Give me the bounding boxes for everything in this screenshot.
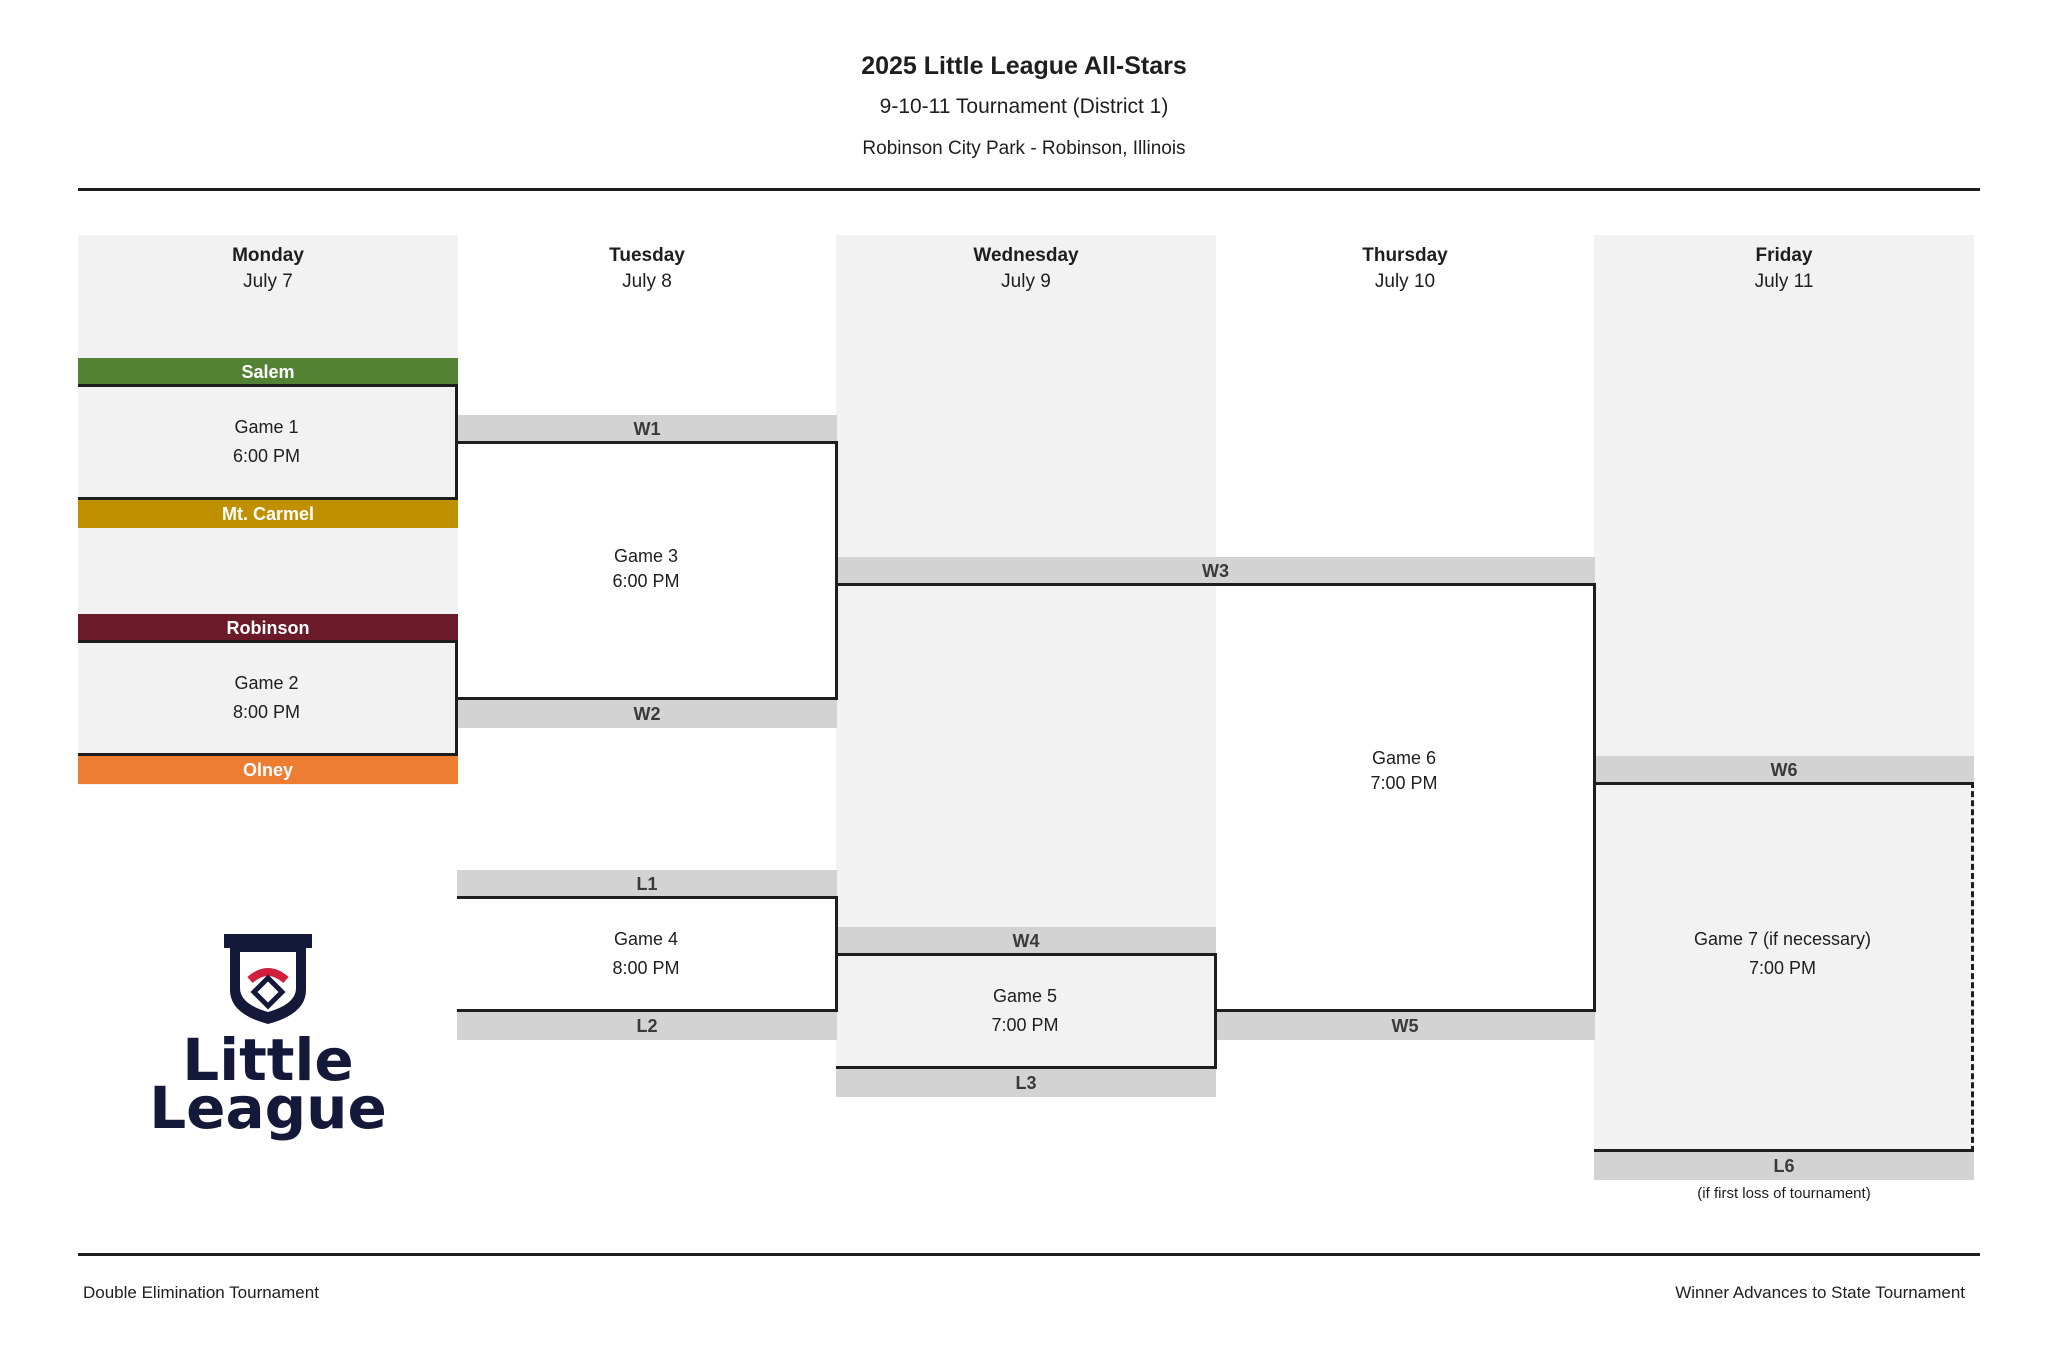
game-label: Game 6 (1371, 748, 1437, 768)
bracket-line (455, 640, 458, 756)
day-name: Friday (1755, 245, 1813, 266)
slot-w5: W5 (1215, 1012, 1595, 1040)
day-date: July 8 (622, 271, 672, 292)
game-4: Game 4 8:00 PM (457, 925, 835, 983)
keystone-shield-icon (210, 930, 326, 1026)
day-date: July 7 (243, 271, 293, 292)
bracket-line (457, 697, 838, 700)
game-time: 7:00 PM (1370, 773, 1438, 793)
page-title: 2025 Little League All-Stars (861, 52, 1187, 80)
bracket-line (836, 953, 1217, 956)
bracket-line (1593, 583, 1596, 1012)
bracket-line (78, 640, 458, 643)
game-label: Game 5 (992, 986, 1058, 1006)
day-date: July 9 (1001, 271, 1051, 292)
bracket-line (836, 1066, 1217, 1069)
game-2: Game 2 8:00 PM (78, 669, 455, 727)
slot-w3: W3 (836, 557, 1595, 585)
slot-l2: L2 (457, 1012, 837, 1040)
game-time: 6:00 PM (612, 571, 680, 591)
game-3: Game 3 6:00 PM (457, 544, 835, 594)
team-mt-carmel: Mt. Carmel (78, 500, 458, 528)
game-time: 8:00 PM (232, 702, 301, 722)
bracket-line (78, 497, 458, 500)
slot-w4: W4 (836, 927, 1216, 955)
logo-line-1: Little (182, 1026, 354, 1094)
page-subtitle: 9-10-11 Tournament (District 1) (879, 95, 1169, 118)
bracket-line (835, 441, 838, 700)
slot-w6: W6 (1594, 756, 1974, 784)
slot-w1: W1 (457, 415, 837, 443)
day-header-thursday: Thursday July 10 (1215, 243, 1595, 295)
wednesday-column-bg (836, 235, 1216, 1090)
slot-l6: L6 (1594, 1152, 1974, 1180)
game-label: Game 7 (if necessary) (1693, 929, 1872, 949)
game-label: Game 1 (234, 417, 299, 437)
game-time: 8:00 PM (612, 958, 680, 978)
day-header-wednesday: Wednesday July 9 (836, 243, 1216, 295)
game-time: 7:00 PM (991, 1015, 1059, 1035)
bracket-line (455, 384, 458, 500)
bracket-line (836, 583, 1596, 586)
team-olney: Olney (78, 756, 458, 784)
game-5: Game 5 7:00 PM (836, 982, 1214, 1040)
game-time: 6:00 PM (232, 446, 301, 466)
game-label: Game 3 (613, 546, 679, 566)
day-header-monday: Monday July 7 (78, 243, 458, 295)
day-name: Tuesday (609, 245, 685, 266)
bracket-line (457, 896, 838, 899)
day-date: July 11 (1754, 271, 1814, 292)
bracket-line (1594, 1149, 1974, 1152)
bracket-line (1594, 782, 1974, 785)
day-name: Monday (232, 245, 304, 266)
day-name: Wednesday (973, 245, 1079, 266)
game7-dashed-line (1971, 782, 1974, 1152)
footer-right: Winner Advances to State Tournament (1675, 1283, 1965, 1302)
game-label: Game 4 (613, 929, 679, 949)
bottom-divider (78, 1253, 1980, 1256)
logo-line-2: League (149, 1074, 387, 1142)
day-name: Thursday (1362, 245, 1448, 266)
day-date: July 10 (1374, 271, 1436, 292)
bracket-line (457, 1009, 838, 1012)
game-time: 7:00 PM (1748, 958, 1817, 978)
slot-l3: L3 (836, 1069, 1216, 1097)
game-1: Game 1 6:00 PM (78, 413, 455, 471)
footer-left: Double Elimination Tournament (83, 1283, 319, 1302)
slot-w2: W2 (457, 700, 837, 728)
game-label: Game 2 (234, 673, 299, 693)
team-salem: Salem (78, 358, 458, 386)
game-6: Game 6 7:00 PM (1215, 746, 1593, 796)
bracket-line (457, 441, 838, 444)
bracket-line (78, 753, 458, 756)
game-7: Game 7 (if necessary) 7:00 PM (1594, 925, 1971, 983)
l6-note: (if first loss of tournament) (1697, 1185, 1871, 1202)
slot-l1: L1 (457, 870, 837, 898)
team-robinson: Robinson (78, 614, 458, 642)
top-divider (78, 188, 1980, 191)
day-header-friday: Friday July 11 (1594, 243, 1974, 295)
venue-text: Robinson City Park - Robinson, Illinois (862, 138, 1186, 159)
bracket-line (78, 384, 458, 387)
day-header-tuesday: Tuesday July 8 (457, 243, 837, 295)
bracket-line (1215, 1009, 1596, 1012)
logo-wordmark: Little League (118, 1026, 418, 1142)
friday-column-bg (1594, 235, 1974, 1180)
